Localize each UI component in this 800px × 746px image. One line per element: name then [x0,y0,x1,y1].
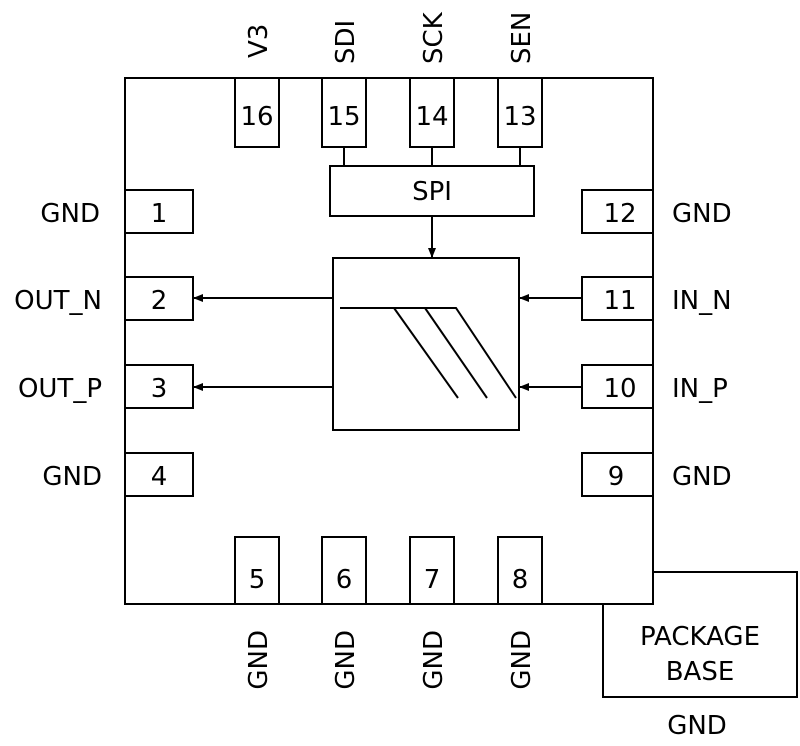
pin-5: 5 GND [234,536,280,690]
pin-13-name: SEN [507,12,537,64]
pin-16-number: 16 [240,102,273,132]
pin-6-number: 6 [336,565,353,595]
pin-3: 3 OUT_P [18,364,194,409]
spi-label: SPI [412,177,452,207]
spi-block [329,165,535,217]
pin-15-name: SDI [331,20,361,64]
pin-8-name: GND [507,630,537,690]
package-base-line1: PACKAGE [640,622,760,652]
pin-2-name: OUT_N [14,286,102,316]
pin-1-number: 1 [151,199,168,229]
pin-11: 11 IN_N [581,276,732,321]
pin-9: 9 GND [581,452,732,497]
pin-12: 12 GND [581,189,732,234]
pin-4-number: 4 [151,462,168,492]
pin-4: 4 GND [42,452,194,497]
pin-3-number: 3 [151,374,168,404]
lowpass-filter-symbol [340,307,517,399]
package-base-net-label: GND [667,711,727,741]
pin-8-number: 8 [512,565,529,595]
pin-11-number: 11 [603,286,636,316]
pin-3-name: OUT_P [18,374,102,404]
pin-14: 14 SCK [409,11,455,148]
pin-13: 13 SEN [497,12,543,148]
pin-9-name: GND [672,462,732,492]
pin-12-number: 12 [603,199,636,229]
pin-9-number: 9 [608,462,625,492]
pin-5-number: 5 [249,565,266,595]
pin-5-name: GND [244,630,274,690]
pin-16-name: V3 [244,24,274,58]
package-base-box [602,571,798,698]
filter-block [332,257,520,431]
pin-7-name: GND [419,630,449,690]
package-base-line2: BASE [666,657,735,687]
pin-2: 2 OUT_N [14,276,194,321]
pin-8: 8 GND [497,536,543,690]
pin-12-name: GND [672,199,732,229]
pin-14-name: SCK [419,11,449,64]
pin-10-number: 10 [603,374,636,404]
pin-4-name: GND [42,462,102,492]
pin-13-number: 13 [503,102,536,132]
pin-1: 1 GND [40,189,194,234]
pin-7: 7 GND [409,536,455,690]
pin-7-number: 7 [424,565,441,595]
pin-6: 6 GND [321,536,367,690]
pin-1-name: GND [40,199,100,229]
pin-10-name: IN_P [672,374,728,404]
pin-14-number: 14 [415,102,448,132]
pin-10: 10 IN_P [581,364,728,409]
pin-15: 15 SDI [321,20,367,148]
pin-6-name: GND [331,630,361,690]
pin-2-number: 2 [151,286,168,316]
pin-11-name: IN_N [672,286,732,316]
pin-16: 16 V3 [234,24,280,148]
pin-15-number: 15 [327,102,360,132]
